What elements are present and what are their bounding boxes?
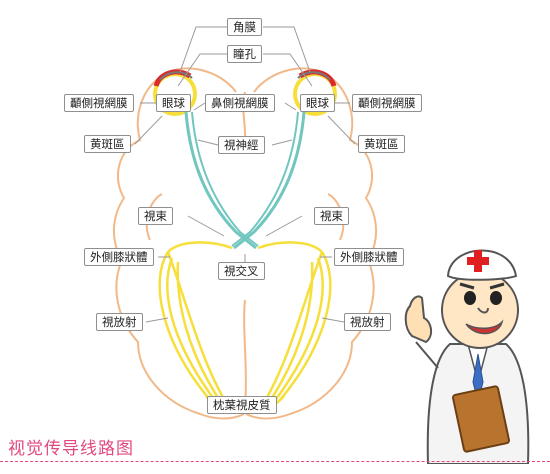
- doctor-cap-cross-h: [467, 257, 489, 265]
- label-macula-left: 黄斑區: [84, 135, 131, 153]
- optic-tract-right: [257, 241, 323, 253]
- label-optic-chiasm: 視交叉: [218, 262, 265, 280]
- doctor-clipboard: [452, 385, 510, 453]
- optic-nerve-left: [184, 111, 257, 250]
- label-visual-cortex: 枕葉視皮質: [207, 396, 277, 414]
- label-cornea: 角膜: [227, 18, 262, 36]
- label-optic-tract-right: 視束: [314, 207, 349, 225]
- doctor-illustration: [404, 249, 530, 464]
- label-eyeball-left: 眼球: [156, 94, 191, 112]
- diagram-title: 视觉传导线路图: [8, 439, 134, 459]
- label-radiation-left: 視放射: [96, 313, 143, 331]
- optic-tract-left: [167, 241, 233, 253]
- label-lgn-left: 外側膝狀體: [84, 248, 154, 266]
- label-optic-tract-left: 視束: [138, 207, 173, 225]
- brain-right-hemisphere: [245, 67, 378, 420]
- brain-outline: [112, 67, 378, 420]
- optic-nerves: [184, 111, 306, 250]
- leader-lines: [134, 26, 356, 323]
- label-radiation-right: 視放射: [344, 313, 391, 331]
- label-optic-nerve: 視神經: [218, 136, 265, 154]
- label-pupil: 瞳孔: [227, 45, 262, 63]
- label-macula-right: 黄斑區: [358, 135, 405, 153]
- doctor-head: [441, 249, 519, 349]
- label-temporal-retina-left: 顳側視網膜: [64, 94, 134, 112]
- label-eyeball-right: 眼球: [300, 94, 335, 112]
- doctor-hand: [404, 295, 439, 369]
- brain-left-hemisphere: [112, 67, 245, 420]
- label-temporal-retina-right: 顳側視網膜: [352, 94, 422, 112]
- title-underline: [0, 461, 550, 462]
- label-nasal-retina: 鼻側視網膜: [205, 94, 275, 112]
- label-lgn-right: 外側膝狀體: [334, 248, 404, 266]
- optic-nerve-right: [233, 111, 306, 250]
